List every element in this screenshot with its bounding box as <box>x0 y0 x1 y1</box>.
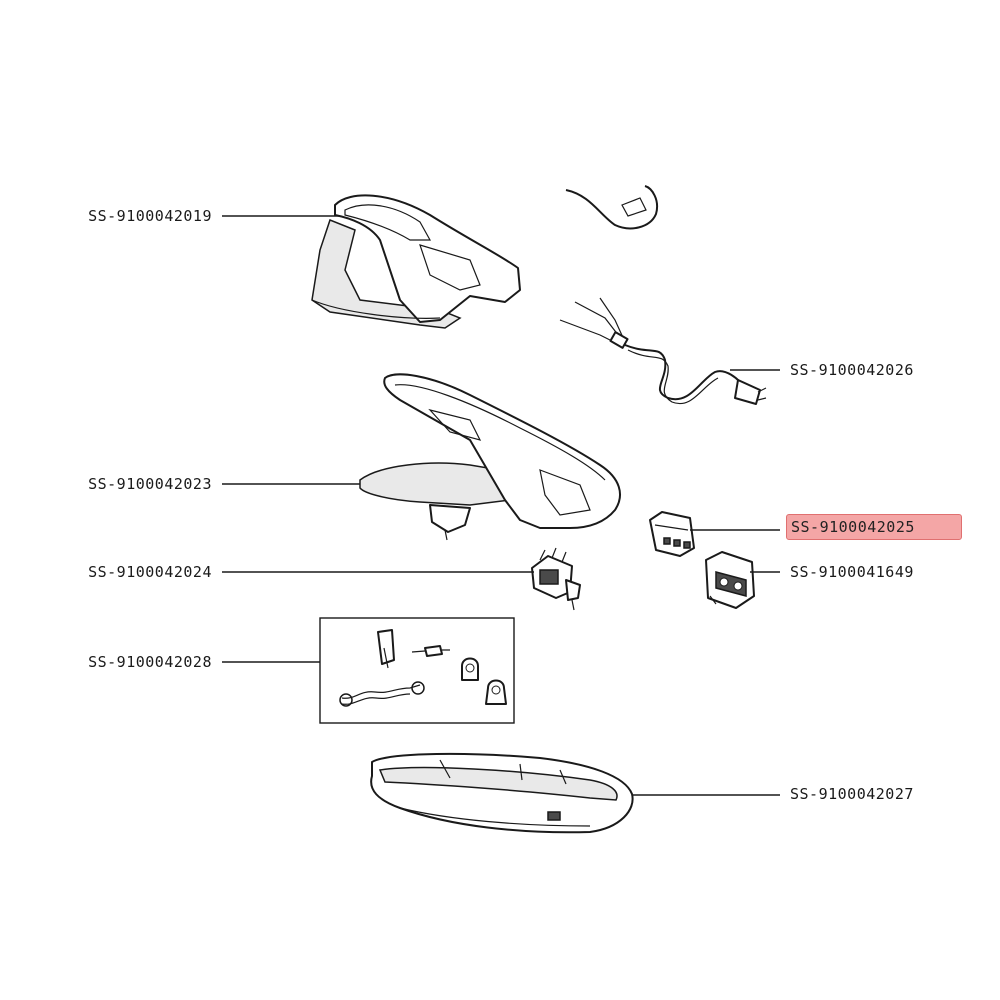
power-cord-part <box>559 297 767 405</box>
base-plate-part <box>370 752 634 834</box>
iron-handle-fragment <box>565 185 658 230</box>
callout-label-base-plate[interactable]: SS-9100042027 <box>790 785 914 803</box>
callout-label-power-cord[interactable]: SS-9100042026 <box>790 361 914 379</box>
callout-label-top-cover[interactable]: SS-9100042019 <box>88 207 212 225</box>
circuit-board-part <box>649 511 695 557</box>
fittings-kit-part <box>319 617 515 724</box>
switch-module-part <box>705 551 755 609</box>
callout-label-switch-module[interactable]: SS-9100041649 <box>790 563 914 581</box>
callout-label-fittings-kit[interactable]: SS-9100042028 <box>88 653 212 671</box>
callout-label-circuit-board[interactable]: SS-9100042025 <box>786 514 962 540</box>
top-cover-part <box>311 194 521 329</box>
housing-frame-part <box>359 373 621 541</box>
callout-label-housing-frame[interactable]: SS-9100042023 <box>88 475 212 493</box>
callout-label-pump[interactable]: SS-9100042024 <box>88 563 212 581</box>
pump-part <box>531 547 581 611</box>
